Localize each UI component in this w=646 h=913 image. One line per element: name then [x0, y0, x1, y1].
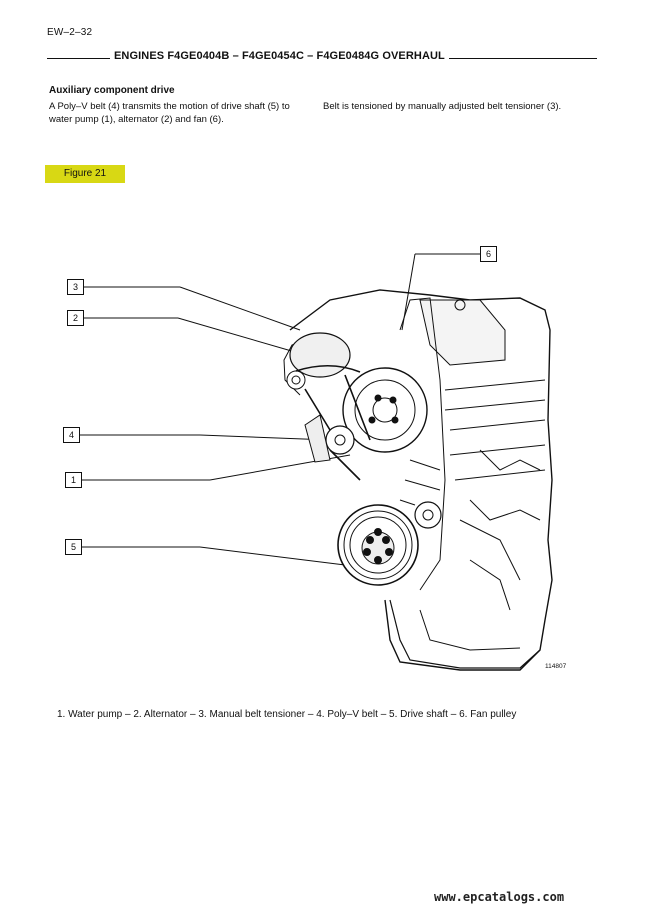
figure-caption: 1. Water pump – 2. Alternator – 3. Manua… [57, 709, 517, 720]
image-code: 114807 [545, 663, 567, 670]
section-heading: Auxiliary component drive [49, 85, 175, 96]
callout-4: 4 [63, 427, 80, 443]
callout-2: 2 [67, 310, 84, 326]
page-code: EW–2–32 [47, 27, 93, 38]
watermark: www.epcatalogs.com [434, 890, 565, 904]
figure-label: Figure 21 [45, 165, 125, 183]
callout-5: 5 [65, 539, 82, 555]
callout-3: 3 [67, 279, 84, 295]
document-title: ENGINES F4GE0404B – F4GE0454C – F4GE0484… [110, 50, 449, 62]
callout-1: 1 [65, 472, 82, 488]
description-left: A Poly–V belt (4) transmits the motion o… [49, 101, 290, 125]
callout-6: 6 [480, 246, 497, 262]
description-right: Belt is tensioned by manually adjusted b… [323, 101, 562, 112]
